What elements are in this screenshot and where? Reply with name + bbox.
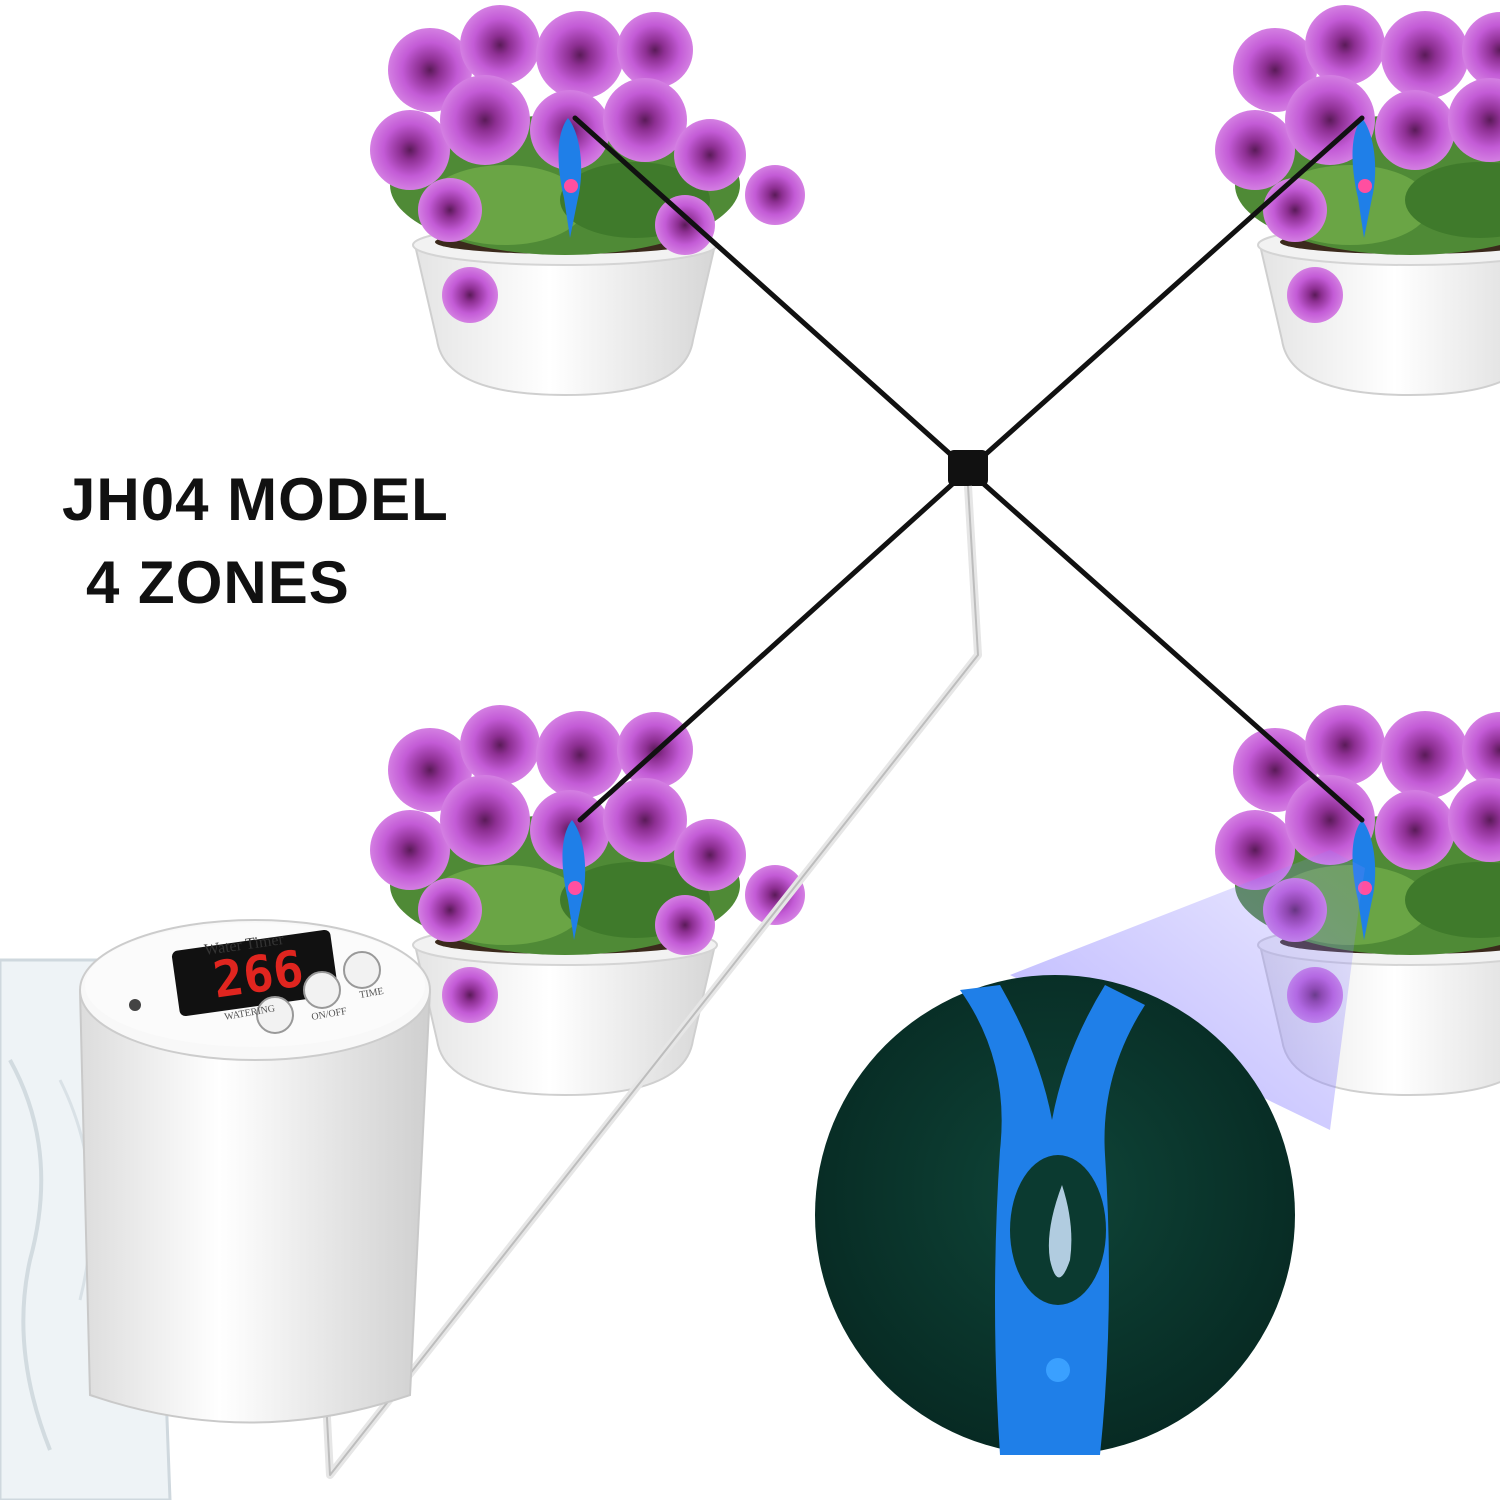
zones-subtitle: 4 ZONES — [86, 549, 350, 616]
drip-closeup-lens — [815, 975, 1295, 1455]
water-timer-pump: 266 Water Timer WATERING ON/OFF TIME — [78, 919, 432, 1424]
timer-display: 266 — [209, 940, 307, 1010]
model-title: JH04 MODEL — [62, 466, 449, 533]
time-button-label: TIME — [359, 986, 385, 1001]
